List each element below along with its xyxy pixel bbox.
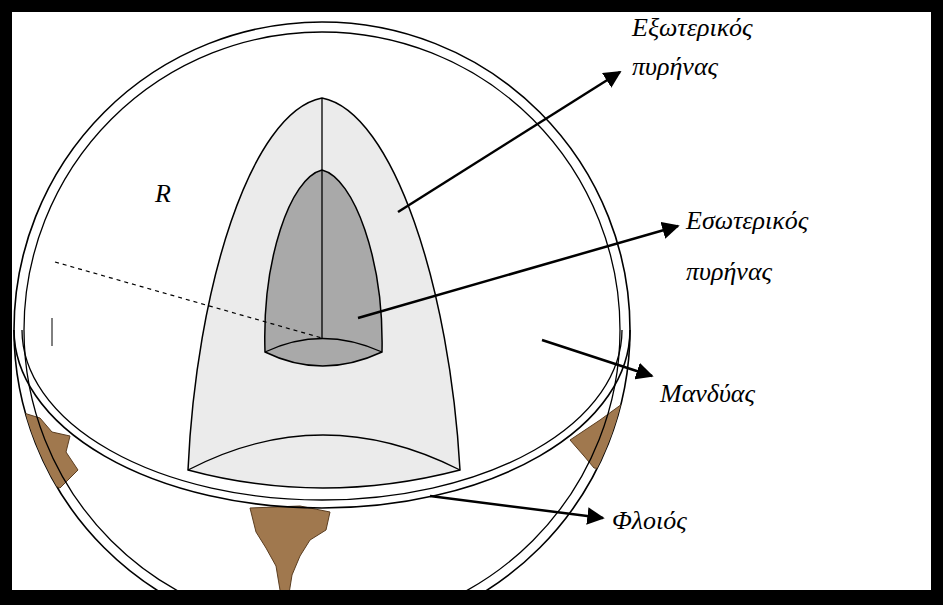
crust-label: Φλοιός [612,505,772,536]
inner-core-label: Εσωτερικός πυρήνας [686,196,886,297]
radius-line [55,262,322,338]
earth-outer [14,22,630,590]
leader-arrows [358,72,678,518]
outer-core-label: Εξωτερικός πυρήνας [632,8,822,86]
inner-core [265,170,382,366]
mantle-label: Μανδύας [660,378,840,409]
outer-core [188,98,460,488]
crust-inner-line [24,32,620,590]
radius-label: R [155,178,195,209]
